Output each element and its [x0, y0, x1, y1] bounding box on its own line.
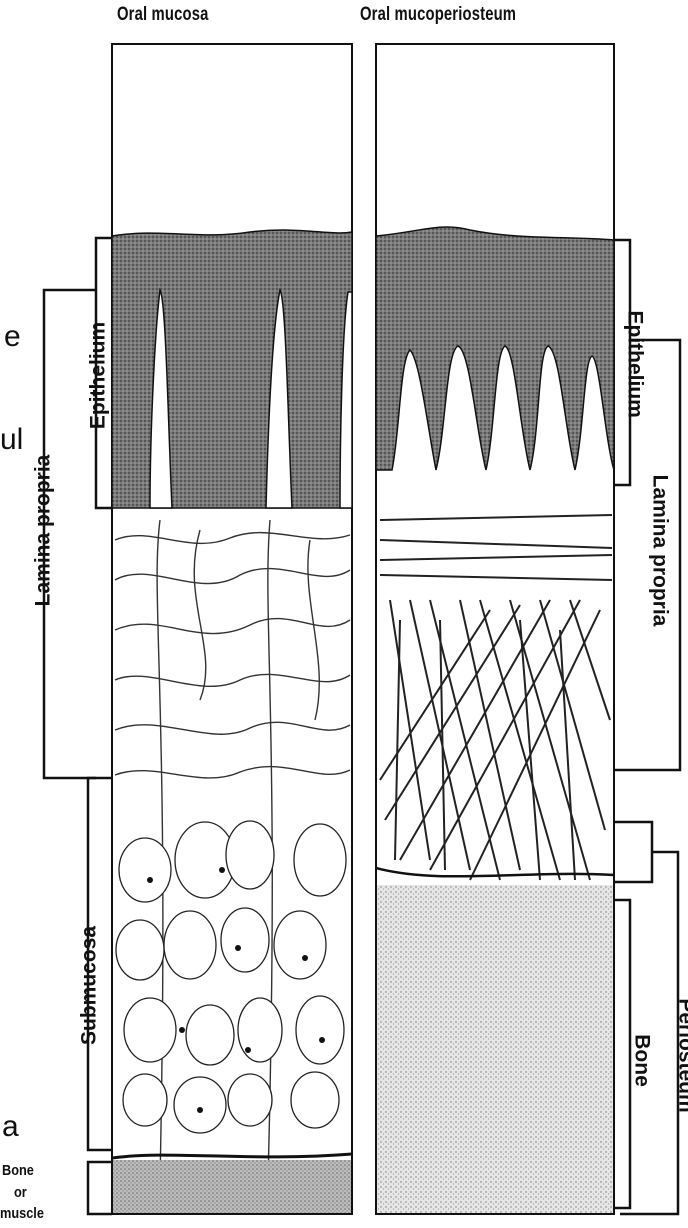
- right-column-title: Oral mucoperiosteum: [360, 4, 516, 26]
- right-bone-label: Bone: [632, 1026, 653, 1096]
- muscle-label: muscle: [0, 1205, 44, 1222]
- right-lamina-propria-label: Lamina propria: [650, 461, 671, 641]
- cropped-text-fragment: a: [2, 1112, 19, 1142]
- left-bone-or-muscle: [113, 1160, 351, 1213]
- bone-label: Bone: [2, 1162, 34, 1179]
- right-column: [376, 44, 614, 1214]
- left-submucosa-label: Submucosa: [79, 926, 100, 1046]
- left-column: [112, 44, 352, 1214]
- left-epithelium-label: Epithelium: [88, 316, 109, 436]
- left-column-title: Oral mucosa: [117, 4, 209, 26]
- right-bone: [377, 885, 613, 1213]
- left-epithelium: [112, 230, 352, 508]
- cropped-text-fragment: e: [4, 322, 21, 352]
- right-epithelium-label: Epithelium: [625, 311, 646, 411]
- left-lamina-propria-label: Lamina propria: [33, 441, 54, 621]
- cropped-text-fragment: ul: [0, 425, 23, 455]
- or-label: or: [14, 1184, 27, 1201]
- right-periosteum-label: Periosteum: [676, 996, 688, 1116]
